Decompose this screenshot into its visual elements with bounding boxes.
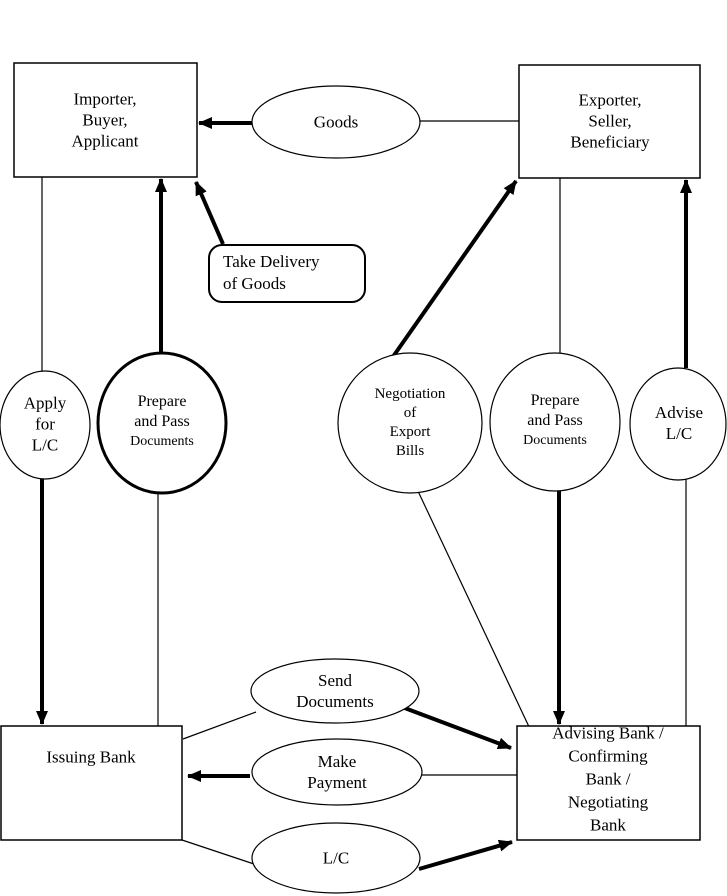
- take-delivery-label: Take Delivery of Goods: [223, 252, 320, 293]
- exporter-label: Exporter, Seller, Beneficiary: [570, 90, 650, 152]
- prepare-documents-importer-ellipse: [96, 351, 228, 495]
- arrow-lc-to-advising: [418, 839, 513, 871]
- make-payment-ellipse: [251, 738, 423, 806]
- apply-lc-ellipse: [0, 370, 91, 480]
- prepare-documents-importer-sub: Documents: [130, 434, 194, 449]
- send-documents-label: Send Documents: [296, 671, 374, 711]
- take-delivery-box: [208, 244, 366, 303]
- lc-label: L/C: [322, 848, 350, 868]
- advise-lc-label: Advise L/C: [654, 403, 704, 443]
- edge-negotiation-to-advising-bank: [416, 488, 532, 732]
- edge-issuing-to-lc: [181, 839, 255, 865]
- advising-bank-label: Advising Bank / Confirming Bank / Negoti…: [552, 723, 664, 835]
- send-documents-ellipse: [250, 658, 420, 724]
- arrow-send-documents-to-advising: [401, 705, 512, 750]
- issuing-bank-box: [0, 725, 183, 841]
- advise-lc-ellipse: [629, 367, 727, 481]
- negotiation-label: Negotiation of Export Bills: [374, 386, 446, 459]
- negotiation-ellipse: [337, 352, 483, 494]
- importer-label: Importer, Buyer, Applicant: [71, 89, 139, 151]
- apply-lc-label: Apply for L/C: [23, 393, 67, 455]
- prepare-documents-exporter-main: Prepare and Pass: [527, 392, 583, 429]
- arrow-take-delivery-to-importer: [194, 181, 225, 245]
- arrow-negotiation-to-exporter: [388, 179, 518, 363]
- advising-bank-box: [516, 725, 701, 841]
- lc-ellipse: [251, 822, 421, 894]
- prepare-documents-exporter-sub: Documents: [523, 433, 587, 448]
- goods-ellipse: [251, 85, 421, 159]
- prepare-documents-importer-main: Prepare and Pass: [134, 393, 190, 430]
- importer-box: [13, 62, 198, 178]
- exporter-box: [518, 64, 701, 179]
- issuing-bank-label: Issuing Bank: [46, 747, 136, 767]
- edge-issuing-to-send-documents: [182, 711, 257, 740]
- make-payment-label: Make Payment: [307, 752, 367, 792]
- prepare-documents-exporter-ellipse: [489, 352, 621, 492]
- goods-label: Goods: [313, 112, 359, 132]
